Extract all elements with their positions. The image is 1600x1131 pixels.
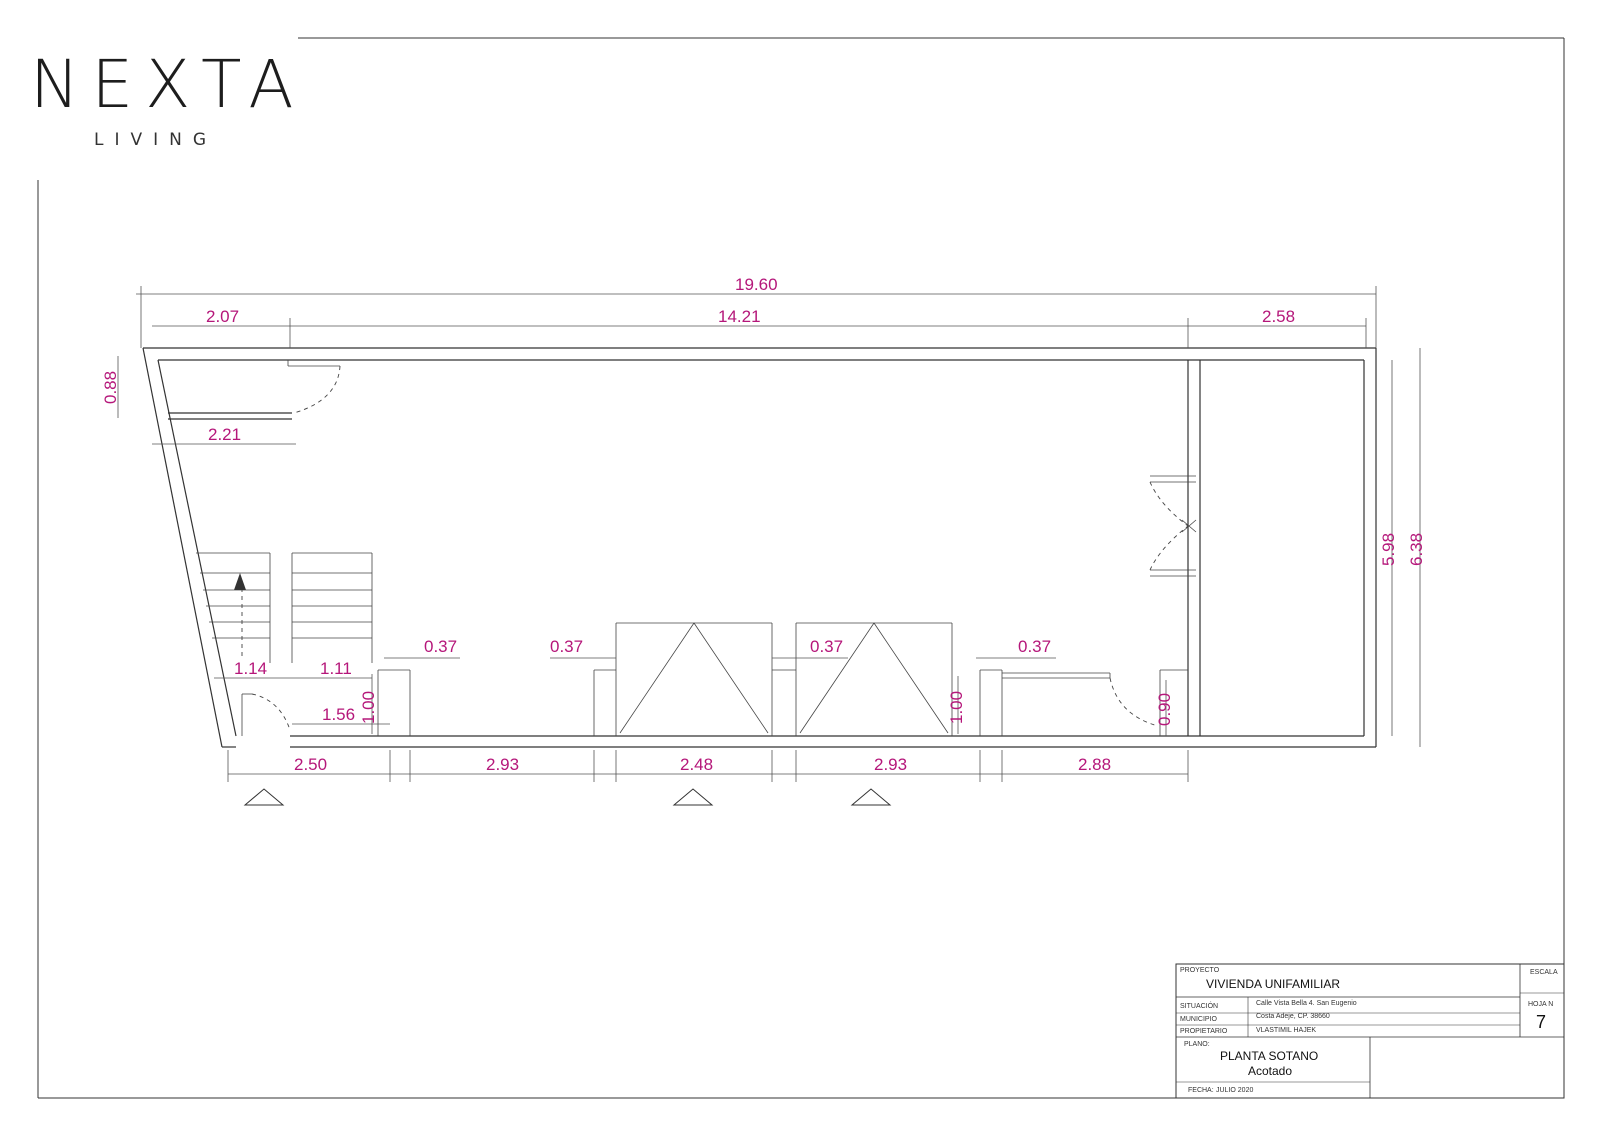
entrance-triangle-icon <box>850 788 892 806</box>
stair-arrow-icon <box>234 573 246 590</box>
municipality-label: MUNICIPIO <box>1180 1016 1218 1023</box>
brand-tagline: LIVING <box>94 130 218 150</box>
entrance-markers <box>243 788 892 806</box>
dim-overall-width: 19.60 <box>735 275 778 294</box>
dim-bottom-1: 2.50 <box>294 755 327 774</box>
project-value: VIVIENDA UNIFAMILIAR <box>1206 977 1340 991</box>
garage-openings <box>593 622 1188 736</box>
dimension-lines <box>117 286 1421 782</box>
dim-bottom-5: 2.88 <box>1078 755 1111 774</box>
building-walls <box>142 347 1377 748</box>
staircase <box>196 552 373 663</box>
dim-bottom-2: 2.93 <box>486 755 519 774</box>
dim-stair-c: 1.56 <box>322 705 355 724</box>
dim-stair-a: 1.14 <box>234 659 267 678</box>
brand-name: NEXTA <box>30 46 306 123</box>
title-block: PROYECTO VIVIENDA UNIFAMILIAR ESCALA SIT… <box>1175 963 1565 1099</box>
dim-top-middle: 14.21 <box>718 307 761 326</box>
sheet-label: HOJA N <box>1528 1001 1553 1008</box>
dim-pillar-4: 0.37 <box>1018 637 1051 656</box>
municipality-value: Costa Adeje, CP. 38660 <box>1256 1013 1330 1020</box>
dim-top-right: 2.58 <box>1262 307 1295 326</box>
project-label: PROYECTO <box>1180 967 1220 974</box>
dim-pillar-2: 0.37 <box>550 637 583 656</box>
dim-left-height: 0.88 <box>101 371 120 404</box>
dim-pillar-1: 0.37 <box>424 637 457 656</box>
dim-left-inner: 2.21 <box>208 425 241 444</box>
owner-label: PROPIETARIO <box>1180 1028 1228 1035</box>
scale-label: ESCALA <box>1530 969 1558 976</box>
owner-value: VLASTIMIL HAJEK <box>1256 1027 1316 1034</box>
dim-outer-height: 6.38 <box>1407 533 1426 566</box>
plan-label: PLANO: <box>1184 1041 1210 1048</box>
dim-top-left: 2.07 <box>206 307 239 326</box>
sheet-number: 7 <box>1536 1012 1546 1032</box>
situation-label: SITUACIÓN <box>1180 1001 1218 1010</box>
dim-left-door-height: 1.00 <box>359 691 378 724</box>
dim-bottom-4: 2.93 <box>874 755 907 774</box>
sheet-frame <box>37 37 1565 1099</box>
dim-right-door-height: 1.00 <box>947 691 966 724</box>
situation-value: Calle Vista Bella 4. San Eugenio <box>1256 1000 1357 1007</box>
dim-bottom-3: 2.48 <box>680 755 713 774</box>
date-value: JULIO 2020 <box>1216 1087 1253 1094</box>
dim-inner-height: 5.98 <box>1379 533 1398 566</box>
entrance-triangle-icon <box>672 788 714 806</box>
brand-logo: NEXTA LIVING <box>26 46 296 166</box>
dim-door-width: 0.90 <box>1155 693 1174 726</box>
lower-left-entry <box>241 669 411 736</box>
entrance-triangle-icon <box>243 788 285 806</box>
date-label: FECHA: <box>1188 1087 1214 1094</box>
dimension-labels: 19.60 2.07 14.21 2.58 0.88 2.21 1.14 1.1… <box>101 275 1426 774</box>
plan-subtitle: Acotado <box>1248 1064 1292 1078</box>
dim-stair-b: 1.11 <box>320 659 352 678</box>
dim-pillar-3: 0.37 <box>810 637 843 656</box>
plan-title: PLANTA SOTANO <box>1220 1049 1318 1063</box>
